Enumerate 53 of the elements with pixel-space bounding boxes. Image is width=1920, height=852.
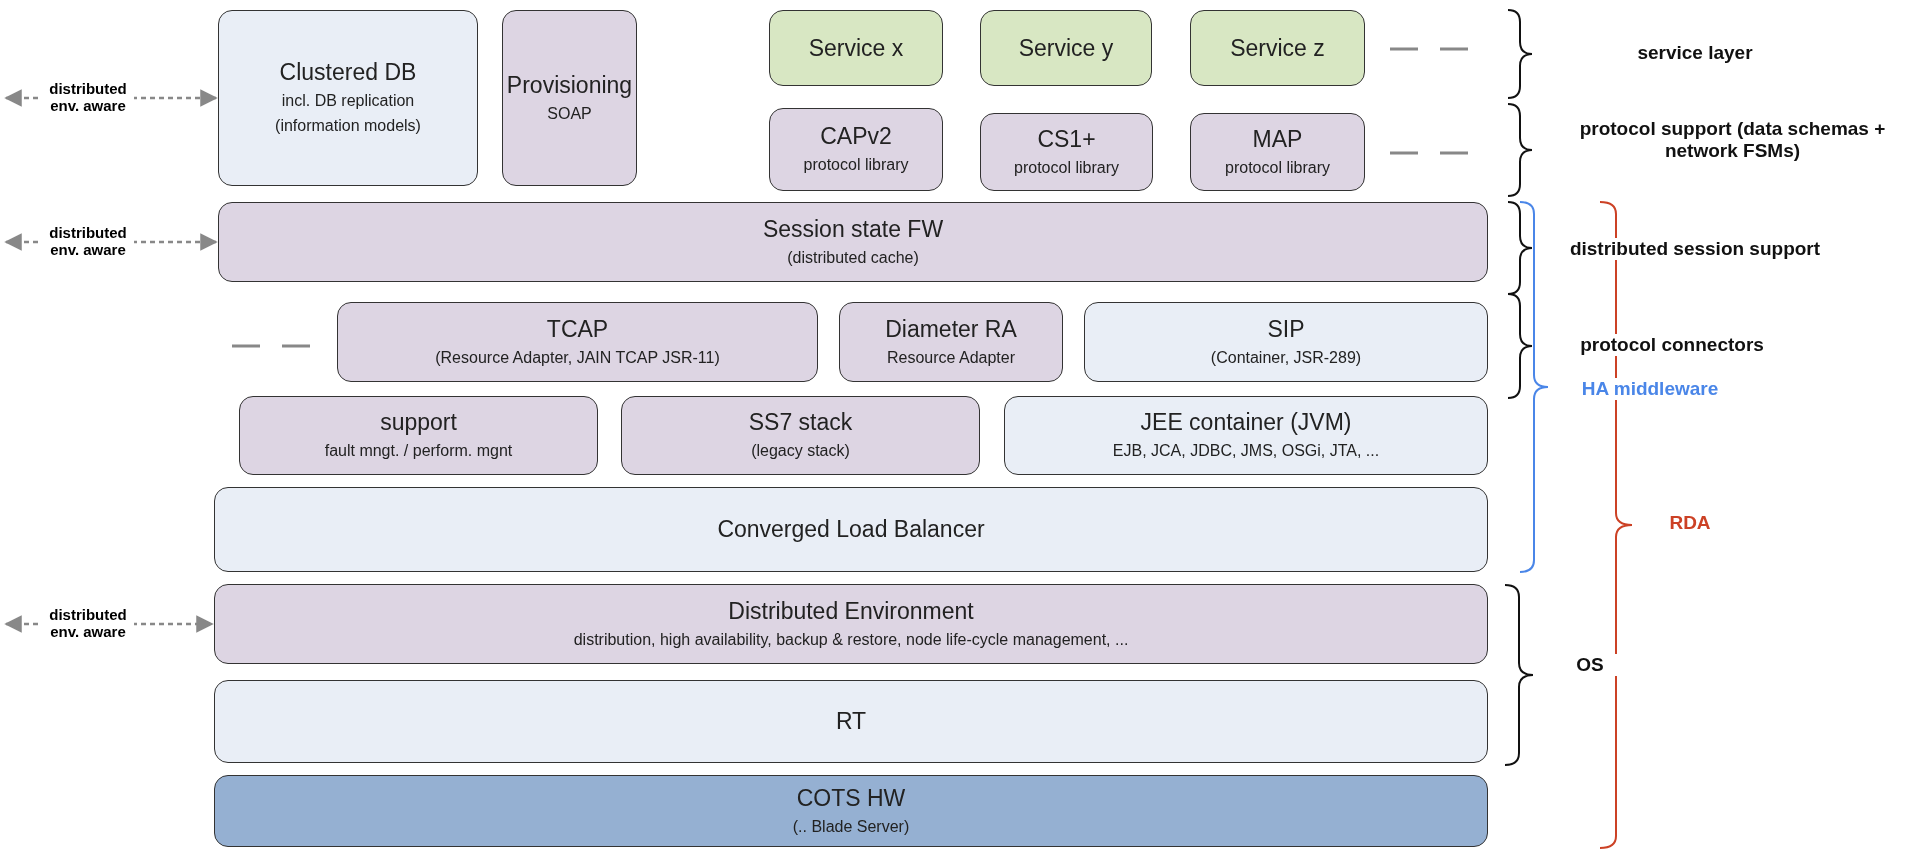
component-title: Diameter RA [885, 314, 1017, 344]
component-title: Session state FW [762, 214, 944, 244]
component-box [769, 108, 943, 191]
component-subtitle: fault mngt. / perform. mgnt [324, 441, 513, 462]
component-subtitle: EJB, JCA, JDBC, JMS, OSGi, JTA, ... [1112, 441, 1380, 462]
component-title: CS1+ [1037, 124, 1096, 154]
component-title: Provisioning [506, 70, 633, 100]
component-title: Service y [1018, 33, 1114, 63]
component-box [1084, 302, 1488, 382]
component-subtitle: (legacy stack) [751, 441, 850, 462]
component-box [980, 113, 1153, 191]
component-title: Service z [1230, 33, 1325, 63]
component-subtitle: incl. DB replication [281, 91, 415, 111]
component-box [1004, 396, 1488, 475]
component-title: CAPv2 [820, 122, 892, 152]
component-box [839, 302, 1063, 382]
component-subtitle: protocol library [803, 155, 909, 176]
component-subtitle: (Resource Adapter, JAIN TCAP JSR-11) [435, 347, 720, 368]
component-title: JEE container (JVM) [1140, 408, 1352, 438]
component-box [218, 10, 478, 186]
component-title: SIP [1267, 314, 1305, 344]
component-title: support [380, 408, 457, 438]
component-subtitle: (distributed cache) [787, 247, 919, 268]
component-title: SS7 stack [748, 408, 853, 438]
component-subtitle: protocol library [1014, 157, 1119, 178]
component-title: TCAP [546, 314, 609, 344]
component-title: Converged Load Balancer [717, 515, 985, 544]
component-subtitle: (Container, JSR-289) [1210, 347, 1362, 368]
component-box [239, 396, 598, 475]
component-box [337, 302, 818, 382]
component-box [980, 10, 1152, 86]
component-subtitle: Resource Adapter [886, 347, 1016, 368]
component-box [218, 202, 1488, 282]
component-subtitle: SOAP [547, 103, 592, 124]
component-box [214, 680, 1488, 763]
component-box [502, 10, 637, 186]
component-box [214, 487, 1488, 572]
component-box [621, 396, 980, 475]
component-box [769, 10, 943, 86]
component-title: Clustered DB [279, 58, 417, 87]
component-box [214, 584, 1488, 664]
component-title: RT [835, 707, 867, 736]
component-box [1190, 10, 1365, 86]
component-box [214, 775, 1488, 847]
component-title: MAP [1252, 124, 1303, 154]
component-subtitle: (.. Blade Server) [792, 816, 910, 837]
component-title: Distributed Environment [728, 596, 974, 626]
component-title: Service x [808, 33, 904, 63]
component-subtitle: protocol library [1225, 157, 1330, 178]
component-box [1190, 113, 1365, 191]
component-subtitle: distribution, high availability, backup & restore, node life-cycle management, ... [573, 629, 1129, 650]
component-subtitle: (information models) [275, 116, 421, 137]
component-title: COTS HW [796, 783, 906, 813]
